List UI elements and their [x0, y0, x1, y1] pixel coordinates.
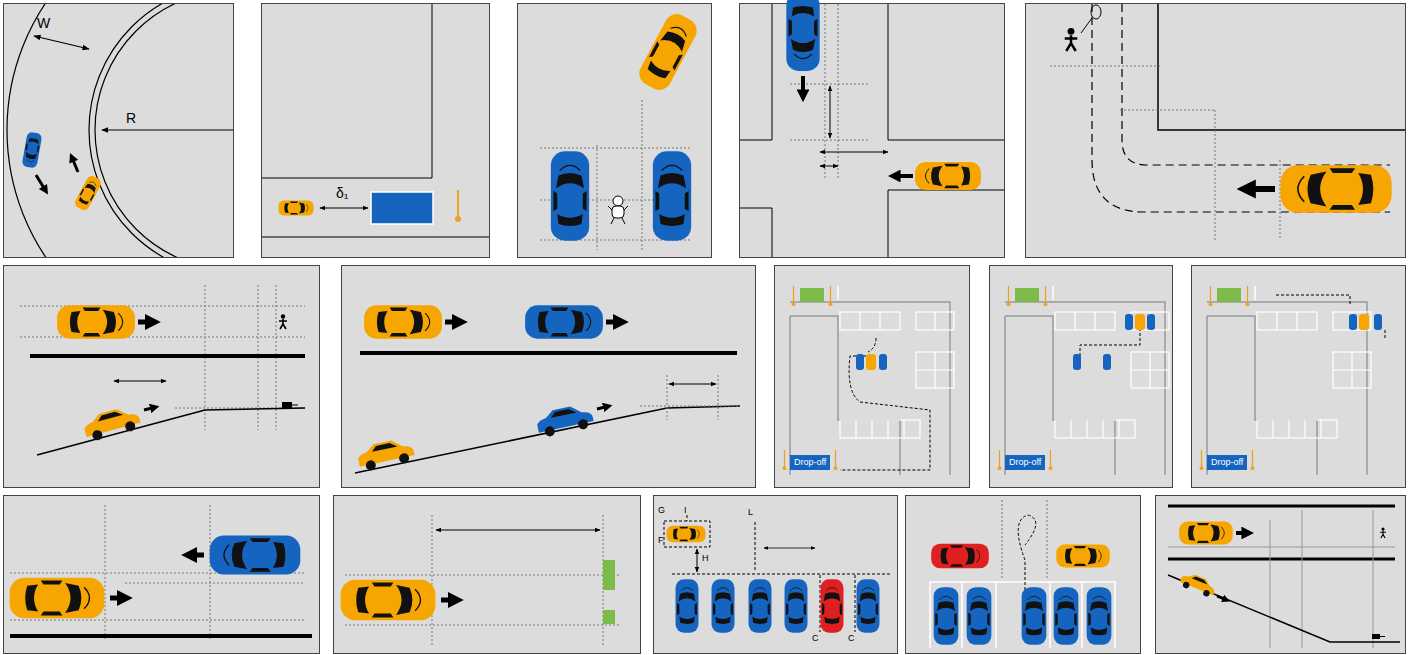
dimension-label: C [848, 634, 855, 643]
dimension-label: R [126, 111, 136, 125]
sign-text: Drop-off [1211, 457, 1243, 467]
dimension-label: δ₁ [336, 186, 349, 200]
dimension-label: L [748, 508, 753, 517]
dimension-label: C [812, 634, 819, 643]
dimension-label: F [658, 536, 664, 545]
drop-off-sign: Drop-off [790, 455, 830, 470]
drop-off-sign: Drop-off [1207, 455, 1247, 470]
drop-off-sign: Drop-off [1005, 455, 1045, 470]
dimension-label: I [684, 506, 687, 515]
dimension-label: W [37, 16, 50, 30]
dimension-label: G [658, 506, 665, 515]
sign-text: Drop-off [1009, 457, 1041, 467]
sign-text: Drop-off [794, 457, 826, 467]
dimension-label: H [702, 554, 709, 563]
